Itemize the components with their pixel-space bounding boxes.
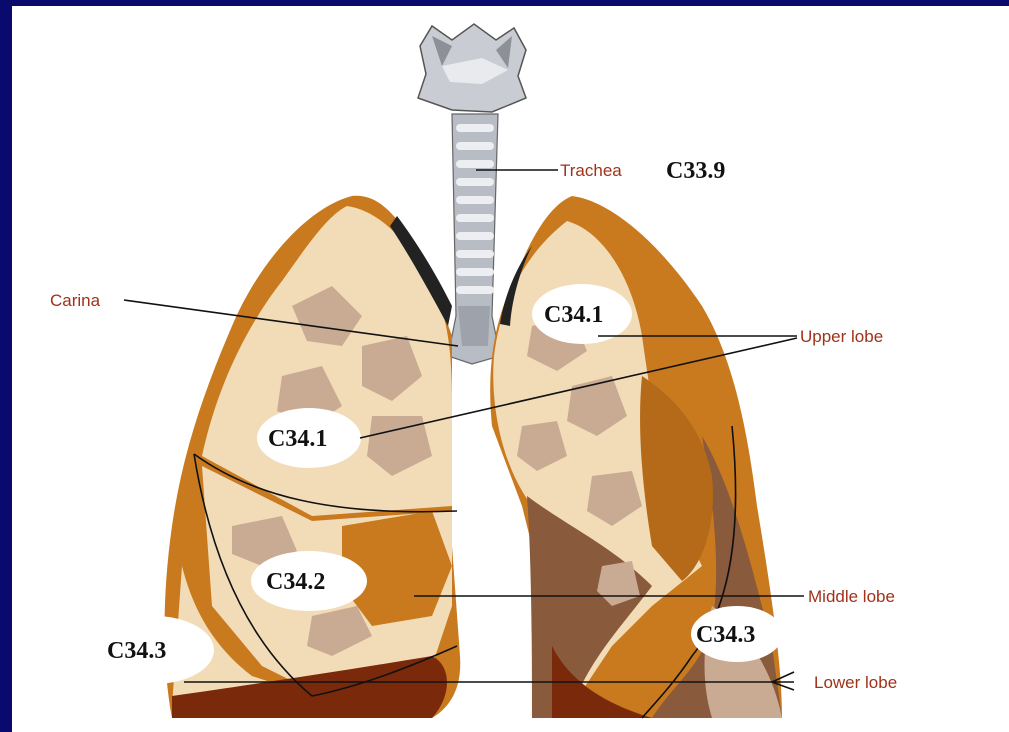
diagram-canvas: C33.9 C34.1 C34.1 C34.2 C34.3 C34.3 Trac… bbox=[12, 6, 1009, 732]
code-left-upper-lobe: C34.1 bbox=[544, 302, 603, 328]
callout-carina: Carina bbox=[50, 291, 101, 310]
lung-diagram: C33.9 C34.1 C34.1 C34.2 C34.3 C34.3 Trac… bbox=[12, 6, 1009, 732]
code-left-lower-lobe: C34.3 bbox=[696, 622, 755, 648]
callout-lower-lobe: Lower lobe bbox=[814, 673, 897, 692]
code-right-middle-lobe: C34.2 bbox=[266, 569, 325, 595]
callout-trachea: Trachea bbox=[560, 161, 622, 180]
callout-middle-lobe: Middle lobe bbox=[808, 587, 895, 606]
callout-upper-lobe: Upper lobe bbox=[800, 327, 883, 346]
code-right-upper-lobe: C34.1 bbox=[268, 426, 327, 452]
code-trachea: C33.9 bbox=[666, 158, 725, 184]
code-right-lower-lobe: C34.3 bbox=[107, 638, 166, 664]
